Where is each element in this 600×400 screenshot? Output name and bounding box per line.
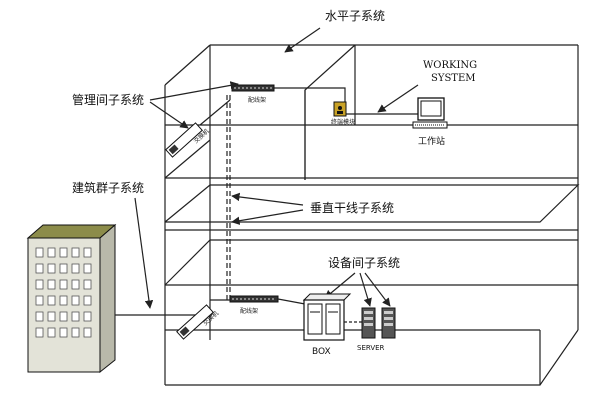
- switch-top-icon: [165, 122, 203, 158]
- workstation-label: 工作站: [418, 135, 445, 147]
- working-system-label-2: SYSTEM: [431, 73, 476, 84]
- working-system-label-1: WORKING: [423, 60, 477, 71]
- management-room-subsystem-label: 管理间子系统: [72, 92, 144, 107]
- horizontal-cable: [199, 87, 418, 126]
- horizontal-subsystem-label: 水平子系统: [325, 9, 385, 23]
- terminal-module-icon: [333, 101, 347, 117]
- building-structure: [164, 44, 580, 386]
- vertical-backbone-arrow-1: [231, 192, 304, 206]
- vertical-backbone-subsystem-label: 垂直干线子系统: [310, 201, 394, 215]
- server-tower-icon: [361, 307, 396, 339]
- terminal-module-label: 终端模块: [331, 118, 355, 126]
- workstation-icon: [412, 97, 448, 129]
- patch-panel-top-icon: [231, 84, 275, 92]
- equipment-arrow-3: [364, 272, 391, 307]
- vertical-backbone-arrow-2: [231, 209, 304, 225]
- patch-panel-bottom-icon: [229, 295, 279, 303]
- working-system-arrow: [377, 84, 419, 113]
- building-group-arrow: [134, 197, 154, 309]
- vertical-backbone-cable: [226, 95, 231, 300]
- horizontal-subsystem-arrow: [284, 27, 321, 53]
- interior-walls: [304, 45, 356, 180]
- server-label: SERVER: [357, 344, 385, 352]
- patch-panel-top-label: 配线架: [248, 96, 266, 104]
- building-group-subsystem-label: 建筑群子系统: [72, 180, 144, 195]
- backbone-to-box-cable: [277, 298, 306, 305]
- management-arrow-2: [149, 101, 189, 129]
- cabinet-icon: [302, 293, 352, 341]
- equipment-room-subsystem-label: 设备间子系统: [328, 256, 400, 270]
- management-arrow-1: [149, 81, 239, 101]
- patch-panel-bottom-label: 配线架: [240, 307, 258, 315]
- switch-bottom-icon: [176, 304, 214, 340]
- office-building-icon: [26, 223, 117, 374]
- box-label: BOX: [312, 347, 331, 357]
- equipment-arrow-2: [359, 272, 372, 307]
